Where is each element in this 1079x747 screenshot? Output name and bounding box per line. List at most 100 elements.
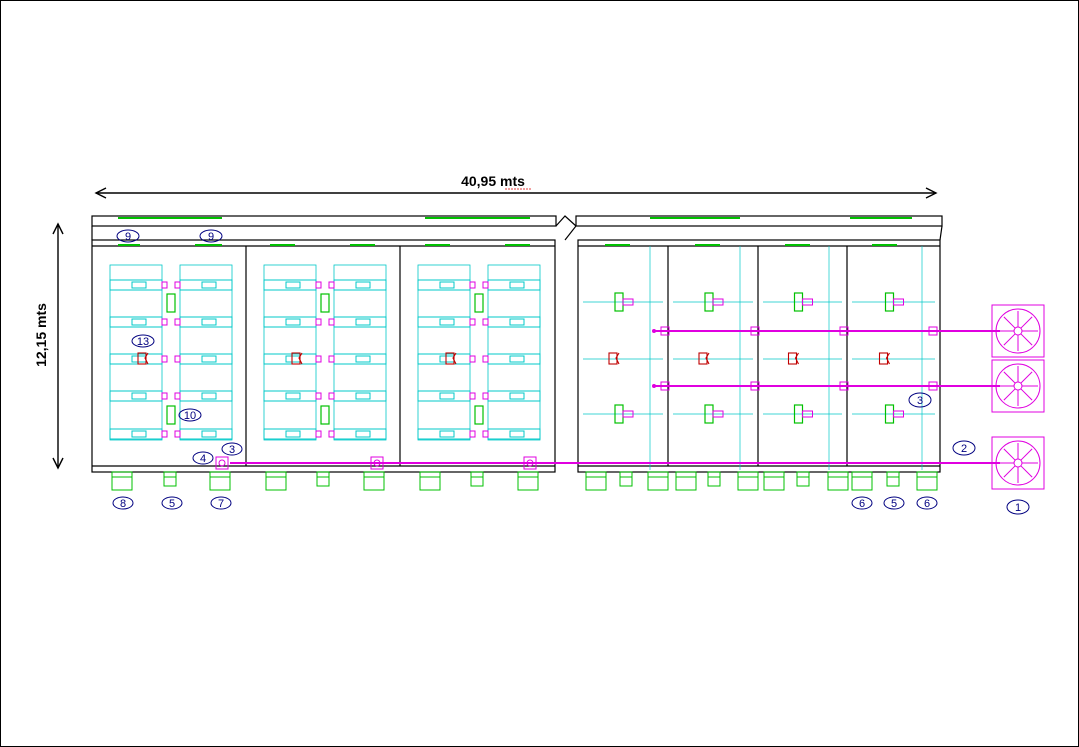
fan-blade (1020, 448, 1033, 461)
bed-connector (161, 318, 168, 326)
bed-pad (201, 281, 217, 289)
marker-13: 13 (131, 334, 155, 348)
bed-pad (285, 318, 301, 326)
exhaust-fan (991, 304, 1045, 358)
bed-pad (439, 392, 455, 400)
heater-vent (615, 352, 620, 365)
bed-pad (509, 281, 525, 289)
duct-joint (928, 326, 938, 336)
duct-joint (660, 381, 670, 391)
bed-pad (201, 430, 217, 438)
heater-vent (452, 352, 457, 365)
outside-unit (796, 471, 810, 487)
bed-racks (109, 264, 541, 441)
outside-unit (851, 471, 873, 491)
fan-blade (1003, 371, 1016, 384)
bed-connector (315, 318, 322, 326)
fan-blade (1020, 333, 1033, 346)
svg-text:13: 13 (137, 336, 149, 348)
outside-unit (916, 471, 938, 491)
duct-inlet (652, 384, 656, 388)
marker-4: 4 (192, 451, 214, 465)
bed-pad (439, 355, 455, 363)
heater-unit (137, 352, 147, 365)
svg-text:3: 3 (229, 444, 235, 456)
heater-vent (885, 352, 890, 365)
bed-connector (482, 281, 489, 289)
marker-10: 10 (178, 408, 202, 422)
svg-text:3: 3 (917, 395, 923, 407)
bed-pad (131, 281, 147, 289)
marker-5a: 5 (161, 496, 183, 510)
bed-pad (355, 318, 371, 326)
feeder-connector (893, 410, 904, 418)
duct-valve (218, 459, 226, 467)
heater-unit (291, 352, 301, 365)
fan-ring (995, 363, 1041, 409)
bed-pad (285, 355, 301, 363)
exhaust-fan (991, 436, 1045, 490)
bed-connector (469, 318, 476, 326)
fan-ring (995, 440, 1041, 486)
outside-unit (619, 471, 633, 487)
outside-unit (470, 471, 484, 487)
svg-text:4: 4 (200, 453, 206, 465)
svg-text:7: 7 (218, 498, 224, 510)
bed-connector (482, 392, 489, 400)
outside-unit (363, 471, 385, 491)
svg-text:9: 9 (125, 231, 131, 243)
fan-blade (1003, 388, 1016, 401)
bed-pad (201, 392, 217, 400)
bed-connector (328, 392, 335, 400)
width-dimension (94, 187, 938, 199)
bed-connector (174, 281, 181, 289)
bed-pad (355, 430, 371, 438)
duct-valve (373, 459, 381, 467)
duct-joint (660, 326, 670, 336)
fan-housing (991, 436, 1045, 490)
fan-ring (995, 308, 1041, 354)
roof-vents (118, 217, 912, 246)
outside-unit (707, 471, 721, 487)
feeder-connector (802, 410, 813, 418)
outside-unit (209, 471, 231, 491)
bed-pad (131, 355, 147, 363)
bed-pad (131, 392, 147, 400)
fan-hub (1013, 458, 1023, 468)
duct-joint (750, 381, 760, 391)
outside-unit (419, 471, 441, 491)
heater-vent (298, 352, 303, 365)
feeder (320, 405, 330, 425)
svg-text:5: 5 (169, 498, 175, 510)
bed-connector (161, 392, 168, 400)
bed-pad (509, 430, 525, 438)
bed-pad (201, 355, 217, 363)
bed-connector (174, 430, 181, 438)
fan-blade (1003, 316, 1016, 329)
feeder (166, 405, 176, 425)
fan-blade (1003, 465, 1016, 478)
bottom-units (111, 471, 938, 491)
outside-unit (827, 471, 849, 491)
svg-text:10: 10 (184, 410, 196, 422)
bed-pad (509, 318, 525, 326)
bed-pad (201, 318, 217, 326)
feeder (320, 293, 330, 313)
bed-pad (285, 392, 301, 400)
exhaust-fan (991, 359, 1045, 413)
bed-pad (439, 281, 455, 289)
outside-unit (111, 471, 133, 491)
duct-joint (750, 326, 760, 336)
bed-connector (161, 281, 168, 289)
bed-column (109, 264, 163, 441)
marker-6b: 6 (916, 496, 938, 510)
exhaust-fans (991, 304, 1045, 490)
height-label: 12,15 mts (33, 303, 49, 367)
bed-connector (482, 430, 489, 438)
heater-vent (794, 352, 799, 365)
height-dimension (52, 222, 64, 470)
feeder (474, 293, 484, 313)
heater-vent (144, 352, 149, 365)
bed-column (179, 264, 233, 441)
bed-pad (355, 355, 371, 363)
